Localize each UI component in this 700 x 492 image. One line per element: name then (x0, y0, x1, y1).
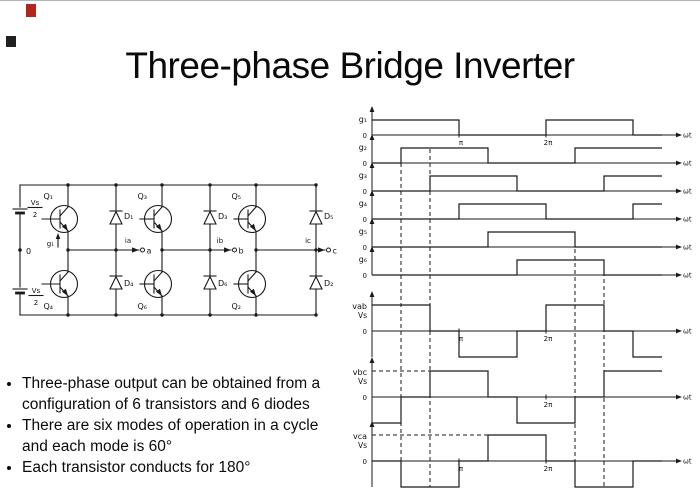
svg-text:2π: 2π (544, 139, 553, 147)
transistor-q5: Q₅ (231, 184, 267, 251)
transistor-q4: Q₄ (41, 249, 79, 316)
node-c-label: c (333, 247, 337, 256)
slide-edge-artifact-red (26, 4, 36, 17)
svg-text:D₂: D₂ (324, 279, 333, 288)
phase-c-output: c ic (255, 237, 337, 256)
vs-bottom-label-den: 2 (34, 299, 38, 307)
svg-text:π: π (459, 465, 464, 473)
svg-text:vbc: vbc (353, 368, 367, 377)
current-ia-label: ia (125, 237, 131, 245)
diode-d2: D₂ (309, 249, 333, 316)
waveform-row-g1: ωt g₁ 0 π 2π (359, 106, 692, 147)
inverter-circuit-diagram: Vs 2 Vs 2 0 Q₁ Q₃ Q₅ Q₄ (12, 183, 337, 317)
svg-text:0: 0 (363, 244, 367, 252)
svg-text:Q₁: Q₁ (43, 192, 53, 201)
midpoint-node-label: 0 (26, 247, 31, 256)
bullet-item-1: Three-phase output can be obtained from … (22, 373, 340, 415)
svg-text:Q₂: Q₂ (231, 302, 241, 311)
diode-d6: D₆ (203, 249, 227, 316)
svg-text:ωt: ωt (683, 216, 692, 224)
svg-text:ωt: ωt (683, 244, 692, 252)
diode-d4: D₄ (109, 249, 133, 316)
transistor-q2: Q₂ (231, 249, 267, 316)
diode-d5: D₅ (309, 184, 333, 251)
transistor-q1: Q₁ (41, 184, 79, 251)
waveform-row-g4: ωt g₄ 0 (359, 190, 692, 224)
node-b-label: b (239, 247, 244, 256)
svg-text:Vs: Vs (358, 311, 367, 320)
svg-text:D₃: D₃ (218, 212, 227, 221)
gate-signal-g1-annotation: g₁ (47, 233, 61, 248)
phase-b-output: b ib (161, 237, 244, 256)
svg-text:D₁: D₁ (124, 212, 133, 221)
svg-text:D₅: D₅ (324, 212, 333, 221)
svg-text:π: π (459, 139, 464, 147)
svg-text:0: 0 (363, 394, 367, 402)
svg-text:g₅: g₅ (359, 227, 367, 236)
vs-bottom-label: Vs (32, 287, 41, 295)
svg-text:D₄: D₄ (124, 279, 133, 288)
svg-text:ωt: ωt (683, 458, 692, 466)
svg-text:Vs: Vs (358, 377, 367, 386)
svg-text:Q₃: Q₃ (137, 192, 147, 201)
svg-text:D₆: D₆ (218, 279, 227, 288)
svg-text:2π: 2π (544, 335, 553, 343)
bullet-item-3: Each transistor conducts for 180° (22, 457, 340, 478)
current-ib-label: ib (217, 237, 224, 245)
svg-text:π: π (459, 335, 464, 343)
junction-dots (66, 183, 318, 317)
svg-text:g₁: g₁ (47, 240, 54, 248)
svg-text:g₃: g₃ (359, 171, 367, 180)
svg-text:vab: vab (352, 302, 367, 311)
svg-text:2π: 2π (544, 401, 553, 409)
svg-text:0: 0 (363, 216, 367, 224)
svg-text:Q₆: Q₆ (137, 302, 147, 311)
svg-text:0: 0 (363, 272, 367, 280)
svg-text:0: 0 (363, 188, 367, 196)
svg-text:ωt: ωt (683, 132, 692, 140)
svg-text:0: 0 (363, 328, 367, 336)
bullet-item-2: There are six modes of operation in a cy… (22, 415, 340, 457)
svg-text:ωt: ωt (683, 394, 692, 402)
bullet-list: Three-phase output can be obtained from … (6, 373, 340, 478)
svg-text:g₆: g₆ (359, 255, 367, 264)
svg-text:ωt: ωt (683, 328, 692, 336)
diode-d1: D₁ (109, 184, 133, 251)
svg-text:0: 0 (363, 458, 367, 466)
transistor-q3: Q₃ (137, 184, 173, 251)
svg-text:g₁: g₁ (359, 115, 367, 124)
svg-text:vca: vca (353, 432, 367, 441)
svg-text:ωt: ωt (683, 272, 692, 280)
svg-text:Q₄: Q₄ (43, 302, 53, 311)
svg-text:g₂: g₂ (359, 143, 367, 152)
waveform-row-g2: ωt g₂ 0 (359, 134, 692, 168)
waveform-row-g3: ωt g₃ 0 (359, 162, 692, 196)
dc-source: Vs 2 Vs 2 0 (12, 184, 44, 316)
vs-top-label-den: 2 (33, 211, 37, 219)
transistor-q6: Q₆ (137, 249, 173, 316)
slide-edge-artifact-dark (6, 36, 16, 47)
svg-text:2π: 2π (544, 465, 553, 473)
phase-a-output: a ia (67, 237, 152, 256)
diode-d3: D₃ (203, 184, 227, 251)
svg-text:0: 0 (363, 160, 367, 168)
node-a-label: a (147, 247, 152, 256)
svg-text:Vs: Vs (358, 441, 367, 450)
vs-top-label: Vs (31, 199, 40, 207)
svg-text:ωt: ωt (683, 188, 692, 196)
waveform-row-g6: ωt g₆ 0 (359, 246, 692, 280)
svg-text:g₄: g₄ (359, 199, 367, 208)
svg-text:ωt: ωt (683, 160, 692, 168)
current-ic-label: ic (305, 237, 311, 245)
waveform-row-g5: ωt g₅ 0 (359, 218, 692, 252)
slide-title: Three-phase Bridge Inverter (125, 45, 575, 86)
svg-text:0: 0 (363, 132, 367, 140)
svg-text:Q₅: Q₅ (231, 192, 241, 201)
